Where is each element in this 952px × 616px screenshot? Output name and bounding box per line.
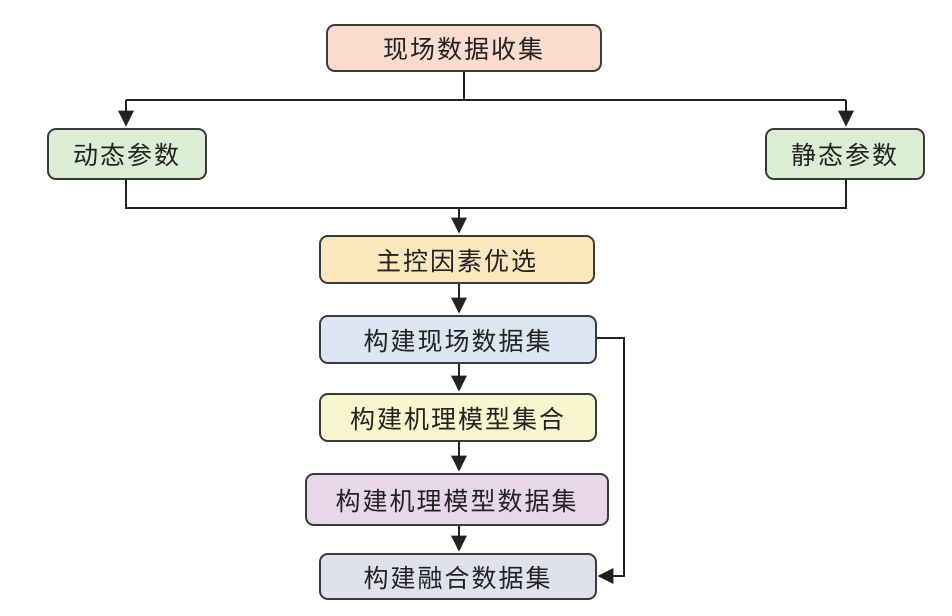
node-build-mechanism-model-set: 构建机理模型集合 bbox=[319, 393, 597, 442]
node-build-mechanism-model-dataset: 构建机理模型数据集 bbox=[305, 473, 609, 526]
node-dynamic-parameters: 动态参数 bbox=[47, 128, 207, 180]
node-build-field-dataset: 构建现场数据集 bbox=[319, 315, 597, 364]
arrow-field-to-fusion-bypass bbox=[597, 337, 625, 584]
node-field-data-collection: 现场数据收集 bbox=[326, 24, 602, 72]
connector-collect-split bbox=[126, 72, 846, 101]
connector-merge bbox=[125, 180, 847, 209]
node-build-fusion-dataset: 构建融合数据集 bbox=[319, 553, 597, 600]
node-static-parameters: 静态参数 bbox=[765, 128, 925, 180]
node-main-factor-selection: 主控因素优选 bbox=[319, 235, 595, 284]
